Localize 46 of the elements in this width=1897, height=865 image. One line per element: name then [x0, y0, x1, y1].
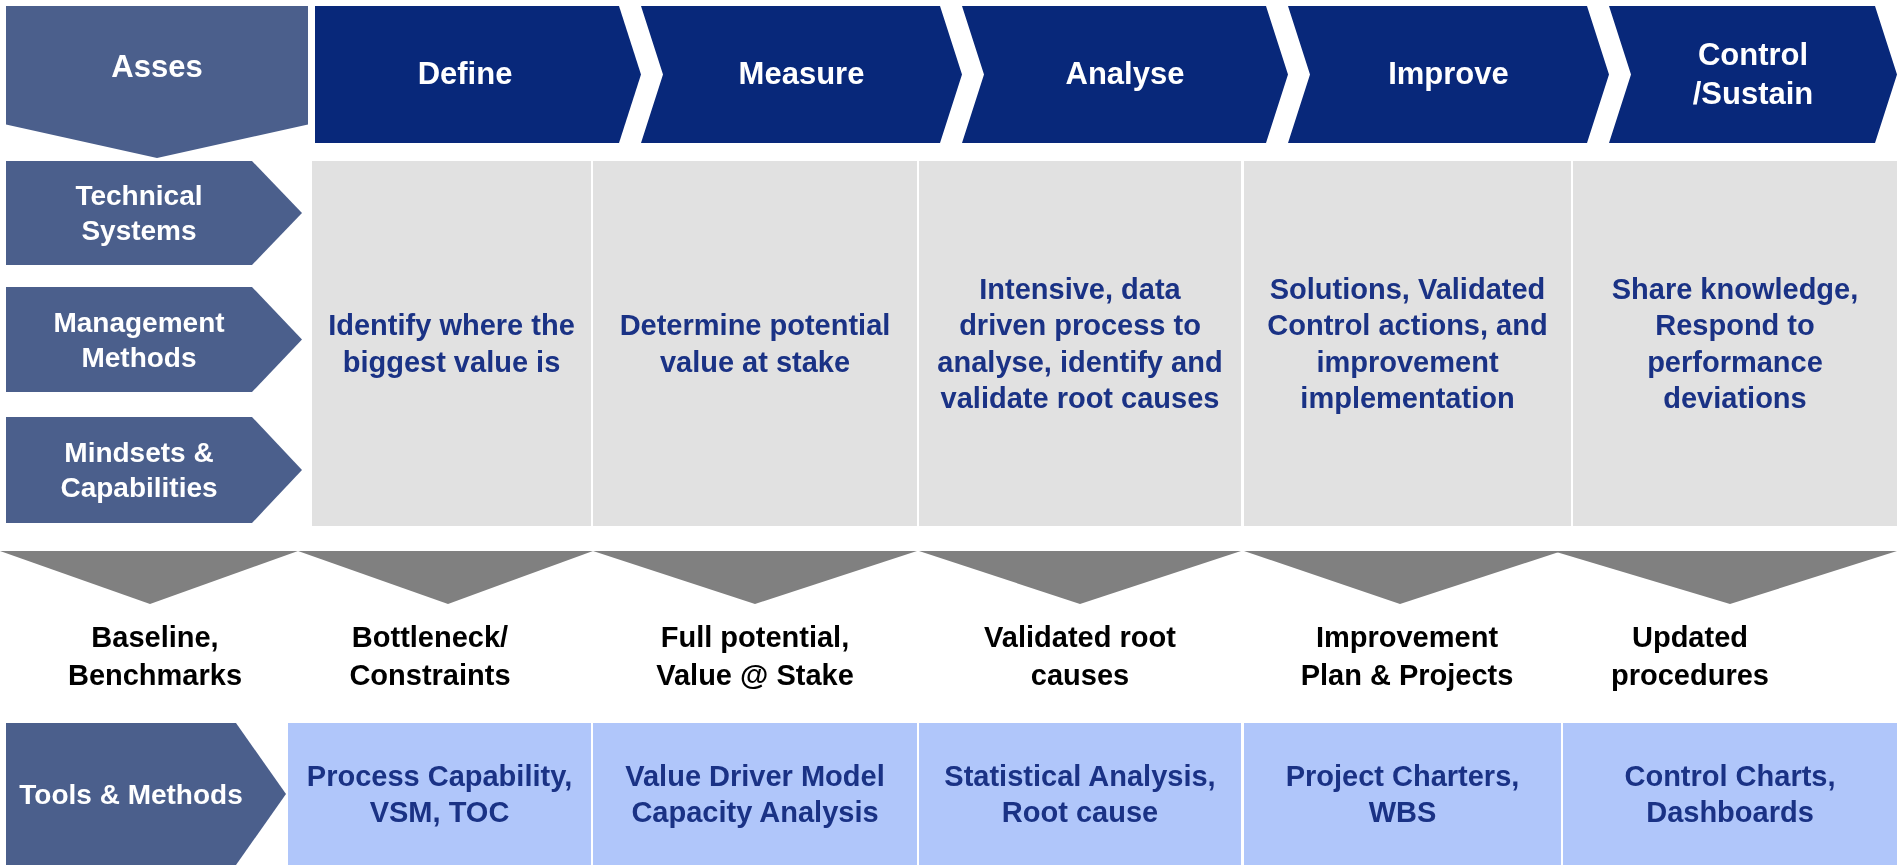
phase-title: Analyse — [1065, 55, 1185, 94]
phase-title: Control /Sustain — [1691, 35, 1815, 113]
tool-panel — [1563, 723, 1897, 865]
description-text: Solutions, Validated Control actions, and improvement implementation — [1266, 272, 1549, 416]
row-header-text: Management Methods — [52, 305, 226, 375]
row-header-tab — [6, 287, 302, 392]
tool-text: Statistical Analysis, Root cause — [943, 758, 1217, 830]
description-text: Share knowledge, Respond to performance deviations — [1610, 272, 1860, 416]
tool-panel — [919, 723, 1241, 865]
description-panel — [593, 161, 917, 526]
phase-banner — [1609, 6, 1897, 143]
tool-text: Control Charts, Dashboards — [1623, 758, 1837, 830]
output-text: Baseline, Benchmarks — [66, 620, 244, 693]
description-panel — [919, 161, 1241, 526]
phase-title: Improve — [1388, 55, 1509, 94]
tool-text: Project Charters, WBS — [1284, 758, 1521, 830]
output-text: Updated procedures — [1610, 620, 1770, 693]
row-header-tab — [6, 161, 302, 265]
row-header-tab — [6, 417, 302, 523]
phase-banner — [315, 6, 641, 143]
output-text: Full potential, Value @ Stake — [655, 620, 855, 693]
description-panel — [312, 161, 591, 526]
assess-banner — [6, 6, 308, 158]
phase-title: Measure — [738, 55, 865, 94]
row-header-text: Technical Systems — [74, 179, 204, 248]
description-panel — [1573, 161, 1897, 526]
description-text: Intensive, data driven process to analyse, identify and validate root causes — [936, 272, 1224, 416]
row-header-tab — [6, 723, 286, 865]
row-header-text: Tools & Methods — [19, 777, 243, 812]
description-text: Determine potential value at stake — [618, 308, 892, 380]
tool-text: Value Driver Model Capacity Analysis — [624, 758, 886, 830]
phase-banner — [962, 6, 1288, 143]
output-text: Validated root causes — [983, 620, 1177, 693]
description-panel — [1244, 161, 1571, 526]
tool-panel — [288, 723, 591, 865]
tool-panel — [593, 723, 917, 865]
phase-banner — [641, 6, 962, 143]
description-text: Identify where the biggest value is — [327, 308, 576, 380]
phase-banner — [1288, 6, 1609, 143]
tool-text: Process Capability, VSM, TOC — [305, 758, 574, 830]
output-text: Bottleneck/ Constraints — [348, 620, 512, 693]
row-header-text: Mindsets & Capabilities — [59, 436, 219, 505]
phase-title: Define — [417, 55, 513, 94]
tool-panel — [1244, 723, 1561, 865]
output-text: Improvement Plan & Projects — [1299, 620, 1515, 693]
phase-title: Asses — [111, 47, 203, 86]
